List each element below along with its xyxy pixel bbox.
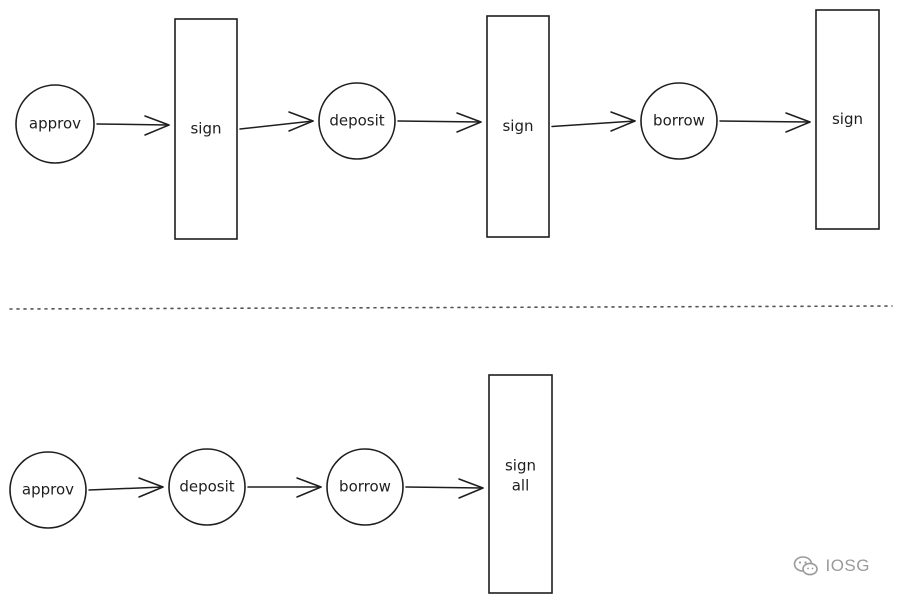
arrow-head xyxy=(144,115,170,136)
watermark-text: IOSG xyxy=(825,556,870,575)
node-sign_all: sign all xyxy=(488,374,553,594)
deposit_2-circle xyxy=(168,448,246,526)
arrow-shaft xyxy=(96,123,170,126)
arrow-head xyxy=(288,111,314,132)
arrow-head xyxy=(456,112,482,133)
sign_all-label: sign xyxy=(505,457,536,475)
arrow-head xyxy=(458,478,484,499)
arrow-shaft xyxy=(405,486,484,489)
arrow-deposit_1-to-sign_2 xyxy=(397,112,482,133)
arrow-shaft xyxy=(88,486,164,491)
approv_1-circle xyxy=(15,84,95,164)
sign_3-label: sign xyxy=(832,110,863,128)
sign_1-label: sign xyxy=(190,120,221,138)
arrow-sign_1-to-deposit_1 xyxy=(239,111,314,132)
sign_3-box xyxy=(815,9,880,230)
arrow-head xyxy=(785,112,811,133)
borrow_1-circle xyxy=(640,82,718,160)
arrow-approv_1-to-sign_1 xyxy=(96,115,170,136)
arrow-shaft xyxy=(239,120,314,130)
arrow-borrow_2-to-sign_all xyxy=(405,478,484,499)
arrow-sign_2-to-borrow_1 xyxy=(551,111,636,132)
watermark: IOSG xyxy=(793,555,870,577)
arrow-head xyxy=(610,111,636,132)
arrow-borrow_1-to-sign_3 xyxy=(719,112,811,133)
sign_all-label: all xyxy=(512,477,530,495)
deposit_1-label: deposit xyxy=(329,112,384,130)
approv_2-label: approv xyxy=(22,481,74,499)
node-approv_2: approv xyxy=(9,451,87,529)
node-deposit_2: deposit xyxy=(168,448,246,526)
wechat-icon xyxy=(794,556,819,576)
node-sign_3: sign xyxy=(815,9,880,230)
nodes-layer: approv sign deposit sign borrow sign approv dep… xyxy=(9,9,880,594)
node-borrow_1: borrow xyxy=(640,82,718,160)
arrow-shaft xyxy=(397,120,482,123)
deposit_2-label: deposit xyxy=(179,478,234,496)
node-sign_1: sign xyxy=(174,18,238,240)
node-borrow_2: borrow xyxy=(326,448,404,526)
borrow_1-label: borrow xyxy=(653,112,705,130)
deposit_1-circle xyxy=(318,82,396,160)
edges-layer xyxy=(88,111,811,499)
node-sign_2: sign xyxy=(486,15,550,238)
borrow_2-circle xyxy=(326,448,404,526)
arrow-head xyxy=(138,477,164,498)
approv_1-label: approv xyxy=(29,115,81,133)
arrow-deposit_2-to-borrow_2 xyxy=(247,477,322,498)
sign_1-box xyxy=(174,18,238,240)
arrow-shaft xyxy=(719,120,811,123)
sign_2-box xyxy=(486,15,550,238)
row-divider xyxy=(9,305,893,310)
node-deposit_1: deposit xyxy=(318,82,396,160)
arrow-head xyxy=(296,477,322,498)
node-approv_1: approv xyxy=(15,84,95,164)
sign_all-box xyxy=(488,374,553,594)
borrow_2-label: borrow xyxy=(339,478,391,496)
arrow-approv_2-to-deposit_2 xyxy=(88,477,164,498)
sign_2-label: sign xyxy=(502,117,533,135)
arrow-shaft xyxy=(551,120,636,128)
approv_2-circle xyxy=(9,451,87,529)
